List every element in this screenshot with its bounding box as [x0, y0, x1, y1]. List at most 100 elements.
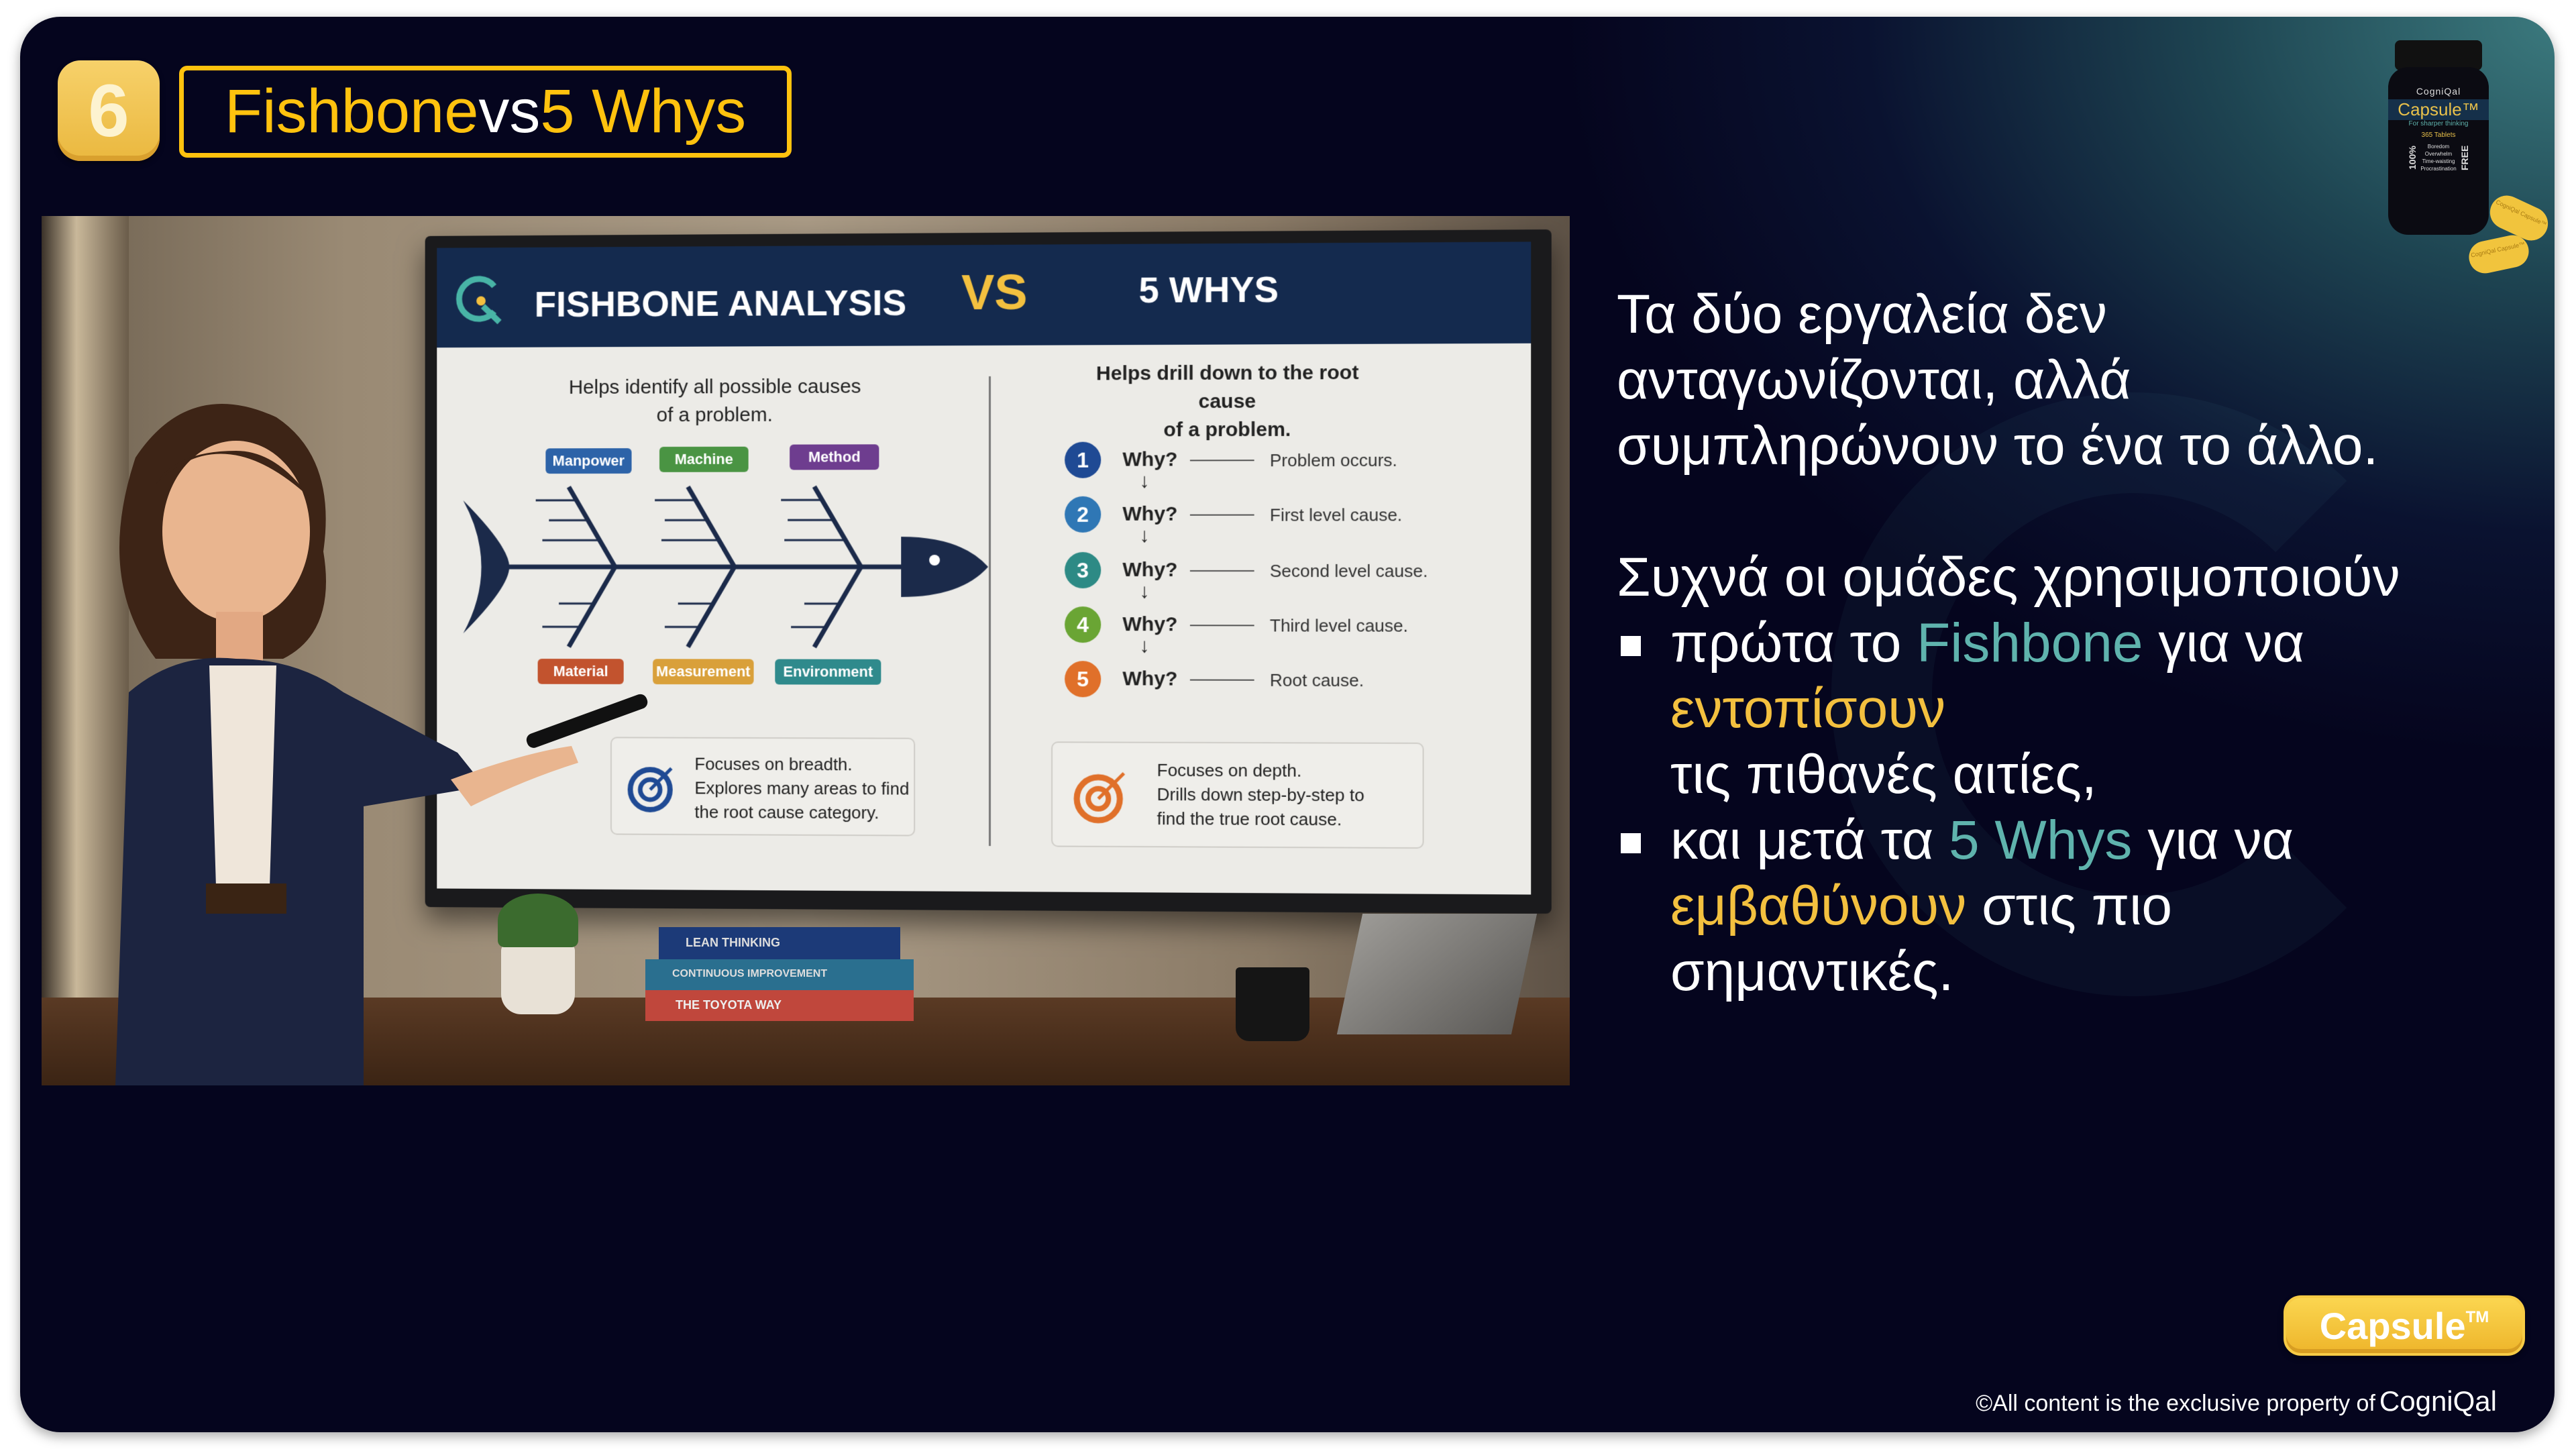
copyright-footer: ©All content is the exclusive property o… — [1976, 1385, 2497, 1417]
title-part1: Fishbone — [225, 76, 478, 147]
text-line: ανταγωνίζονται, αλλά — [1617, 350, 2131, 411]
why-connector — [1190, 460, 1254, 461]
text: για να — [2132, 810, 2294, 871]
book: CONTINUOUS IMPROVEMENT — [645, 959, 914, 990]
why-step-number: 1 — [1065, 442, 1101, 478]
subtitle-line: of a problem. — [1075, 415, 1380, 444]
why-question: Why? — [1122, 667, 1177, 690]
fishbone-title: FISHBONE ANALYSIS — [535, 282, 907, 325]
why-description: Third level cause. — [1270, 615, 1408, 636]
bottle-body: CogniQal Capsule™ For sharper thinking 3… — [2388, 67, 2489, 235]
bullet-item: και μετά τα 5 Whys για να εμβαθύνουν στις… — [1617, 808, 2489, 1005]
text: για να — [2143, 612, 2304, 674]
slide-title: Fishbone vs 5 Whys — [179, 66, 792, 158]
bottle-product: Capsule™ — [2388, 99, 2489, 120]
five-whys-title: 5 WHYS — [1138, 269, 1279, 311]
bullet-item: πρώτα το Fishbone για να εντοπίσουντις πι… — [1617, 610, 2489, 808]
bottle-count: 365 Tablets — [2388, 131, 2489, 139]
presenter-woman-icon — [55, 377, 726, 1085]
bottle-item: Boredom — [2428, 144, 2449, 150]
pill-icon: CogniQal Capsule™ — [2466, 232, 2532, 276]
why-step-number: 2 — [1065, 496, 1101, 533]
down-arrow-icon: ↓ — [1139, 525, 1149, 547]
bottle-item: Procrastination — [2420, 166, 2456, 172]
whys-summary-box: Focuses on depth.Drills down step-by-ste… — [1051, 741, 1424, 849]
highlight-verb: εντοπίσουν — [1670, 678, 1945, 739]
why-description: Problem occurs. — [1270, 450, 1397, 472]
box-text: Focuses on breadth.Explores many areas t… — [694, 752, 909, 825]
highlight-5whys: 5 Whys — [1949, 810, 2132, 871]
bottle-item: Overwhelm — [2425, 151, 2452, 157]
why-connector — [1190, 515, 1254, 516]
down-arrow-icon: ↓ — [1139, 470, 1149, 493]
why-description: Second level cause. — [1270, 561, 1428, 582]
illustration-presenter-board: FISHBONE ANALYSIS VS 5 WHYS Helps identi… — [42, 216, 1570, 1085]
why-question: Why? — [1122, 559, 1177, 582]
paragraph-2: Συχνά οι ομάδες χρησιμοποιούν — [1617, 545, 2489, 610]
why-question: Why? — [1122, 613, 1177, 636]
why-question: Why? — [1122, 503, 1177, 526]
why-description: First level cause. — [1270, 504, 1402, 525]
why-connector — [1190, 625, 1254, 626]
down-arrow-icon: ↓ — [1139, 580, 1149, 603]
why-connector — [1190, 680, 1254, 681]
cogniqal-logo-icon — [453, 273, 506, 327]
box-line: Focuses on breadth. — [694, 752, 909, 777]
text-line: Τα δύο εργαλεία δεν — [1617, 284, 2107, 345]
category-method: Method — [790, 444, 879, 470]
bottle-brand: CogniQal — [2388, 86, 2489, 97]
plant-icon — [498, 894, 578, 947]
box-line: find the true root cause. — [1157, 806, 1364, 831]
why-step-number: 3 — [1065, 552, 1101, 588]
box-line: Explores many areas to find — [694, 775, 909, 800]
target-icon — [1071, 766, 1132, 827]
footer-brand-logo: CogniQal — [2379, 1385, 2497, 1417]
paragraph-1: Τα δύο εργαλεία δενανταγωνίζονται, αλλάσ… — [1617, 282, 2489, 479]
category-environment: Environment — [775, 659, 881, 685]
bullet-square-icon — [1621, 636, 1641, 656]
text-line: συμπληρώνουν το ένα το άλλο. — [1617, 415, 2378, 476]
copyright-text: ©All content is the exclusive property o… — [1976, 1391, 2375, 1416]
bottle-percent: 100% — [2407, 143, 2418, 172]
why-connector — [1190, 570, 1254, 572]
text: στις πιο — [1966, 875, 2172, 936]
text: και μετά τα — [1670, 810, 1949, 871]
laptop-icon — [1337, 914, 1537, 1034]
book: THE TOYOTA WAY — [645, 990, 914, 1021]
box-line: the root cause category. — [694, 800, 909, 824]
board-divider — [989, 376, 991, 846]
title-vs: vs — [478, 76, 540, 147]
box-text: Focuses on depth.Drills down step-by-ste… — [1157, 758, 1364, 832]
text: πρώτα το — [1670, 612, 1917, 674]
why-step-number: 4 — [1065, 606, 1101, 643]
body-text: Τα δύο εργαλεία δενανταγωνίζονται, αλλάσ… — [1617, 282, 2489, 1005]
subtitle-line: Helps drill down to the root cause — [1075, 359, 1380, 417]
box-line: Drills down step-by-step to — [1157, 782, 1364, 807]
slide-number-badge: 6 — [58, 60, 160, 161]
bullet-square-icon — [1621, 833, 1641, 853]
why-description: Root cause. — [1270, 670, 1364, 691]
plant-pot — [501, 944, 575, 1014]
book: LEAN THINKING — [659, 927, 900, 959]
slide: 6 Fishbone vs 5 Whys FISHBONE ANALYSIS V… — [20, 17, 2555, 1432]
mug-icon — [1236, 967, 1309, 1041]
board-vs: VS — [961, 264, 1028, 321]
title-part2: 5 Whys — [540, 76, 746, 147]
capsule-label: Capsule — [2320, 1304, 2466, 1348]
box-line: Focuses on depth. — [1157, 758, 1364, 783]
bottle-tagline: For sharper thinking — [2388, 120, 2489, 127]
bottle-cap — [2395, 40, 2482, 70]
down-arrow-icon: ↓ — [1139, 635, 1149, 657]
highlight-fishbone: Fishbone — [1917, 612, 2143, 674]
bottle-free: FREE — [2459, 143, 2470, 172]
why-question: Why? — [1122, 448, 1177, 471]
bottle-item: Time-waisting — [2422, 158, 2455, 164]
text: σημαντικές. — [1670, 941, 1953, 1002]
why-step-number: 5 — [1065, 661, 1101, 697]
highlight-verb: εμβαθύνουν — [1670, 875, 1966, 936]
product-bottle-image: CogniQal Capsule™ For sharper thinking 3… — [2375, 34, 2555, 282]
capsule-button[interactable]: CapsuleTM — [2284, 1295, 2525, 1356]
text: τις πιθανές αιτίες, — [1670, 744, 2097, 805]
trademark: TM — [2466, 1308, 2489, 1327]
whys-subtitle: Helps drill down to the root causeof a p… — [1075, 359, 1380, 445]
